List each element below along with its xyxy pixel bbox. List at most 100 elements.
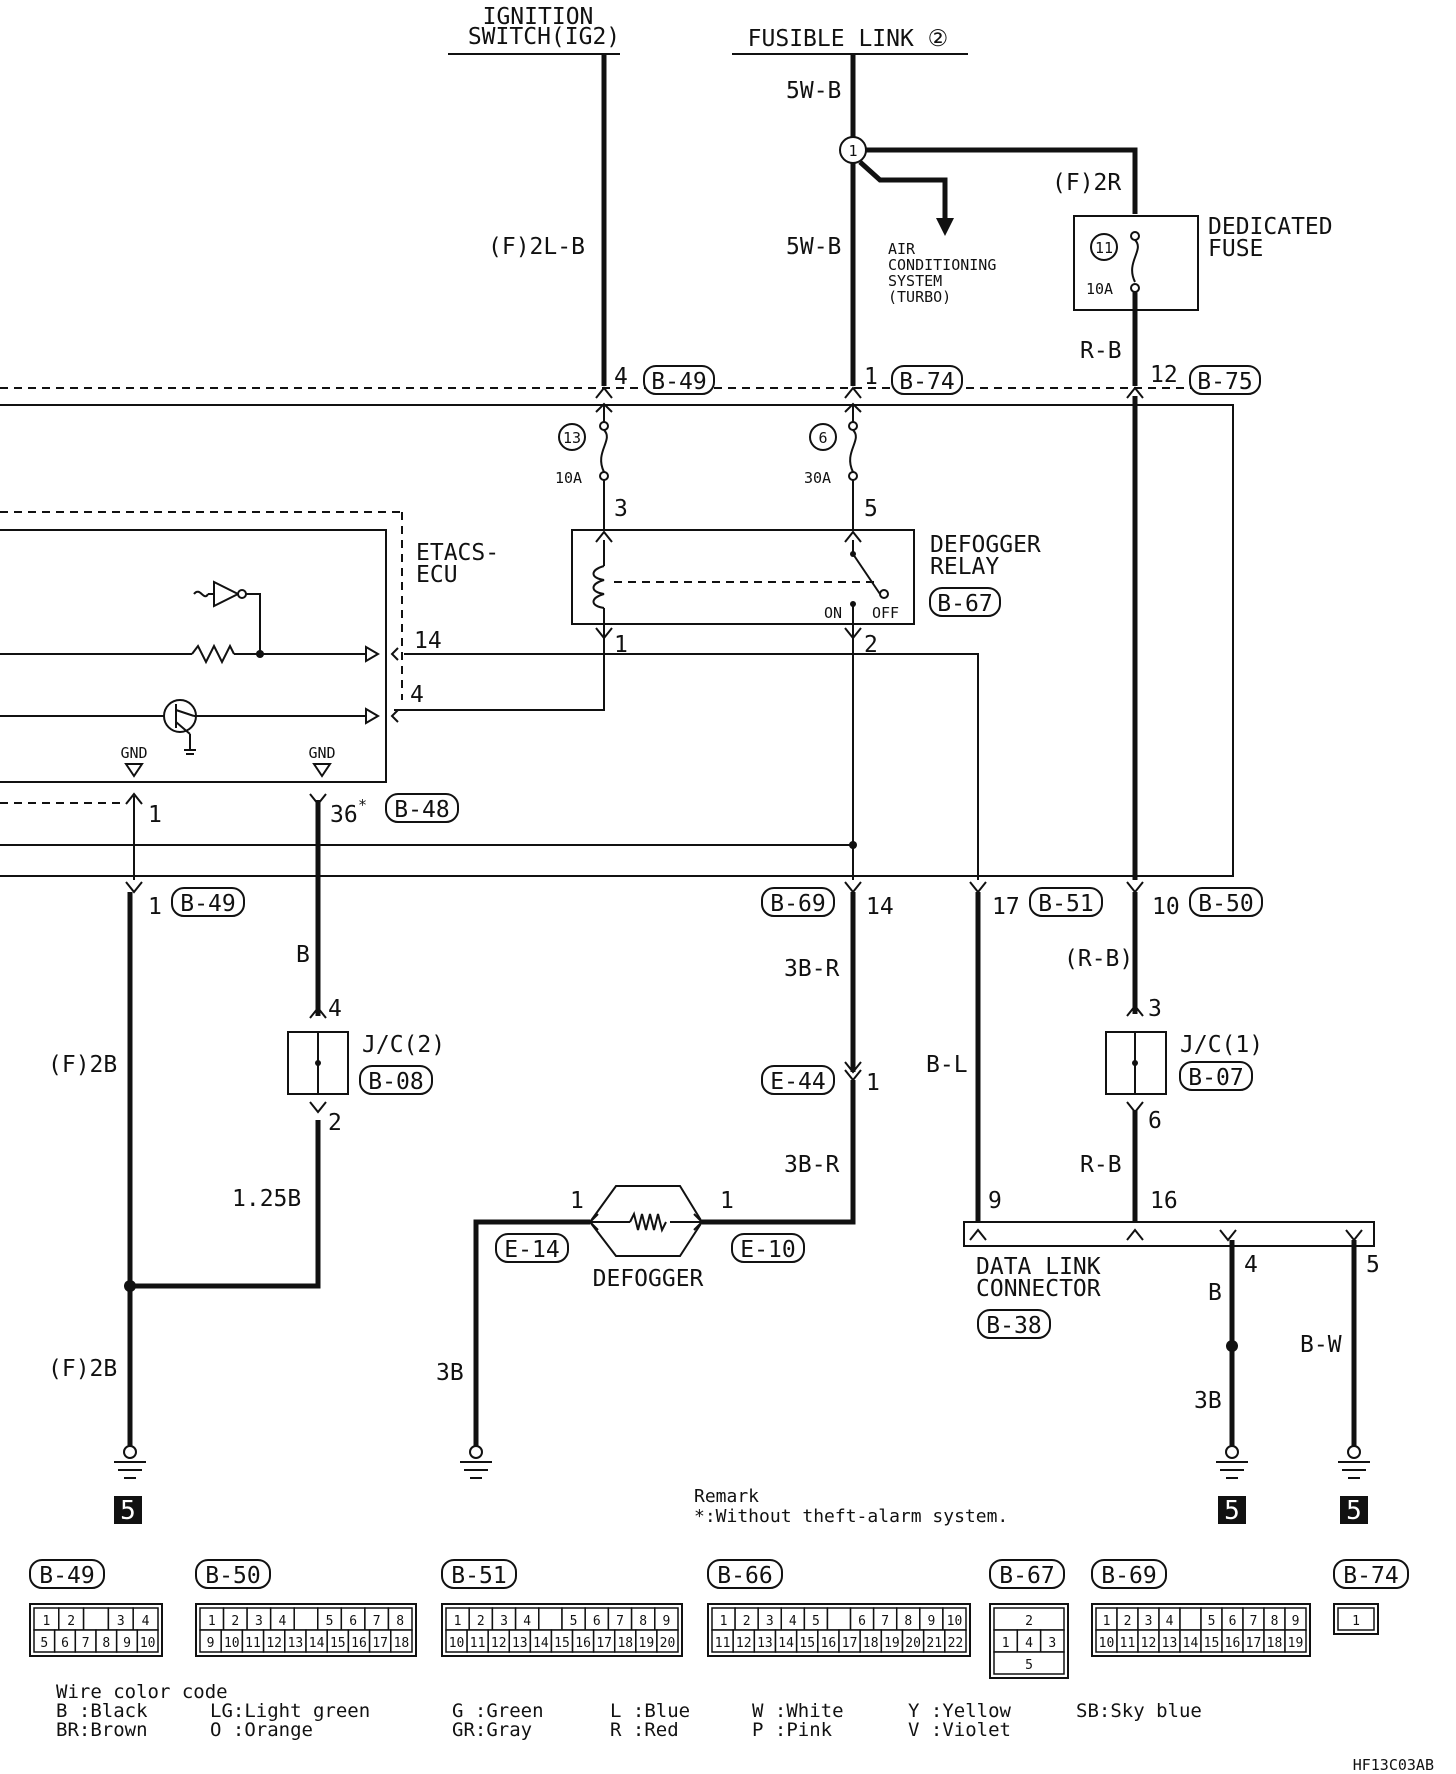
legend-br: BR:Brown xyxy=(56,1719,148,1741)
b69-14-arrow xyxy=(844,881,862,894)
fuse6-amp: 30A xyxy=(804,469,831,487)
connector-pin-number: 20 xyxy=(660,1636,676,1651)
ignition-switch-source: IGNITION SWITCH(IG2) xyxy=(448,4,620,55)
connector-pin-number: 6 xyxy=(61,1636,69,1651)
legend-v: V :Violet xyxy=(908,1719,1011,1741)
jc1-label: J/C(1) xyxy=(1180,1032,1263,1058)
pin-defogger-left: 1 xyxy=(570,1188,584,1214)
connector-cell xyxy=(538,1607,563,1631)
wire-label-dlc-b-w: B-W xyxy=(1300,1332,1342,1358)
inverter-output xyxy=(246,593,261,654)
svg-text:B-38: B-38 xyxy=(986,1313,1041,1339)
connector-pin-number: 1 xyxy=(1103,1614,1111,1629)
wire-label-dlc-b: B xyxy=(1208,1280,1222,1306)
connector-pin-number: 2 xyxy=(67,1614,75,1629)
connector-pin-number: 16 xyxy=(575,1636,591,1651)
connector-cell xyxy=(1179,1607,1202,1631)
connector-pin-number: 13 xyxy=(1162,1636,1178,1651)
etacs-resistor xyxy=(191,643,235,665)
connector-pin-number: 1 xyxy=(720,1614,728,1629)
svg-text:B-67: B-67 xyxy=(937,591,992,617)
pin-b48-36: 36 xyxy=(330,802,358,828)
pin-b69-14: 14 xyxy=(866,894,894,920)
svg-text:B-74: B-74 xyxy=(899,369,954,395)
connector-arrow-b74-1 xyxy=(844,386,862,399)
relay-off-contact xyxy=(879,589,889,599)
connector-pin-number: 13 xyxy=(512,1636,528,1651)
connector-pin-number: 5 xyxy=(326,1614,334,1629)
defogger-element xyxy=(588,1185,704,1257)
wire-label-r-b-low: R-B xyxy=(1080,1152,1122,1178)
connector-pin-number: 13 xyxy=(757,1636,773,1651)
defogger-relay-box xyxy=(571,529,915,625)
svg-text:B-69: B-69 xyxy=(770,891,825,917)
air-con-label-4: (TURBO) xyxy=(888,288,951,306)
legend-lg: LG:Light green xyxy=(210,1700,370,1722)
jc2-pin2-arrow xyxy=(309,1101,327,1114)
connector-view-label: B-67 xyxy=(999,1563,1054,1589)
wire-label-5w-b-mid: 5W-B xyxy=(786,234,841,260)
inverter-input-squiggle xyxy=(193,590,209,598)
connector-cell xyxy=(826,1607,852,1631)
pin-relay-2: 2 xyxy=(864,632,878,658)
connector-pin-number: 17 xyxy=(1246,1636,1262,1651)
figure-code: HF13C03AB xyxy=(1353,1756,1434,1774)
relay-pin3-arrow xyxy=(595,530,613,543)
connector-view-label: B-66 xyxy=(717,1563,772,1589)
connector-pin-number: 19 xyxy=(1288,1636,1304,1651)
fuse6-terminal-top xyxy=(848,421,858,431)
fuse13-number-circle xyxy=(558,423,586,451)
connector-pin-number: 21 xyxy=(926,1636,942,1651)
gnd-label-left: GND xyxy=(120,744,147,762)
fuse11-amp: 10A xyxy=(1086,280,1113,298)
connector-tag-b67: B-67 xyxy=(929,587,1001,617)
connector-pin-number: 5 xyxy=(40,1636,48,1651)
remark-title: Remark xyxy=(694,1486,759,1507)
fuse11-element xyxy=(1131,239,1139,283)
pin-b49-4: 4 xyxy=(614,364,628,390)
dedicated-fuse-label-1: DEDICATED xyxy=(1208,214,1333,240)
legend-p: P :Pink xyxy=(752,1719,833,1741)
b50-10-arrow xyxy=(1126,881,1144,894)
connector-pin-number: 15 xyxy=(799,1636,815,1651)
connector-pin-number: 1 xyxy=(208,1614,216,1629)
wire-label-f-2r: (F)2R xyxy=(1052,170,1121,196)
b51-17-arrow xyxy=(969,881,987,894)
wire-label-3b-r-lower: 3B-R xyxy=(784,1152,840,1178)
wire-label-dlc-3b: 3B xyxy=(1194,1388,1222,1414)
pin-jc1-3: 3 xyxy=(1148,996,1162,1022)
connector-pin-number: 6 xyxy=(593,1614,601,1629)
connector-tag-b38: B-38 xyxy=(977,1309,1051,1339)
ground-symbol-defogger xyxy=(460,1445,492,1479)
relay-on-label: ON xyxy=(824,604,842,622)
connector-pin-number: 18 xyxy=(394,1636,410,1651)
dlc-pin9-arrow xyxy=(969,1228,987,1241)
fuse6-number: 6 xyxy=(818,429,827,447)
fuse6-number-circle xyxy=(809,423,837,451)
svg-text:B-07: B-07 xyxy=(1188,1065,1243,1091)
connector-pin-number: 9 xyxy=(207,1636,215,1651)
connector-pin-number: 3 xyxy=(255,1614,263,1629)
wire-label-3b-r-upper: 3B-R xyxy=(784,956,840,982)
inverter-bubble xyxy=(237,589,247,599)
connector-pin-number: 5 xyxy=(1025,1658,1033,1673)
connector-pin-number: 22 xyxy=(948,1636,964,1651)
connector-pin-number: 1 xyxy=(1352,1614,1360,1629)
connector-pin-number: 3 xyxy=(766,1614,774,1629)
connector-tag-b49-top: B-49 xyxy=(643,365,715,395)
connector-pin-number: 6 xyxy=(1229,1614,1237,1629)
air-conditioning-arrow xyxy=(936,218,954,236)
connector-pin-number: 5 xyxy=(570,1614,578,1629)
connector-cell xyxy=(293,1607,319,1631)
e44-to-defogger-wire xyxy=(702,1080,856,1225)
connector-tag-b48: B-48 xyxy=(385,793,459,823)
connector-pin-number: 10 xyxy=(140,1636,156,1651)
connector-pin-number: 7 xyxy=(82,1636,90,1651)
connector-cell xyxy=(993,1651,1065,1675)
pin-etacs-14: 14 xyxy=(414,628,442,654)
etacs-pin14-connector xyxy=(390,647,399,661)
